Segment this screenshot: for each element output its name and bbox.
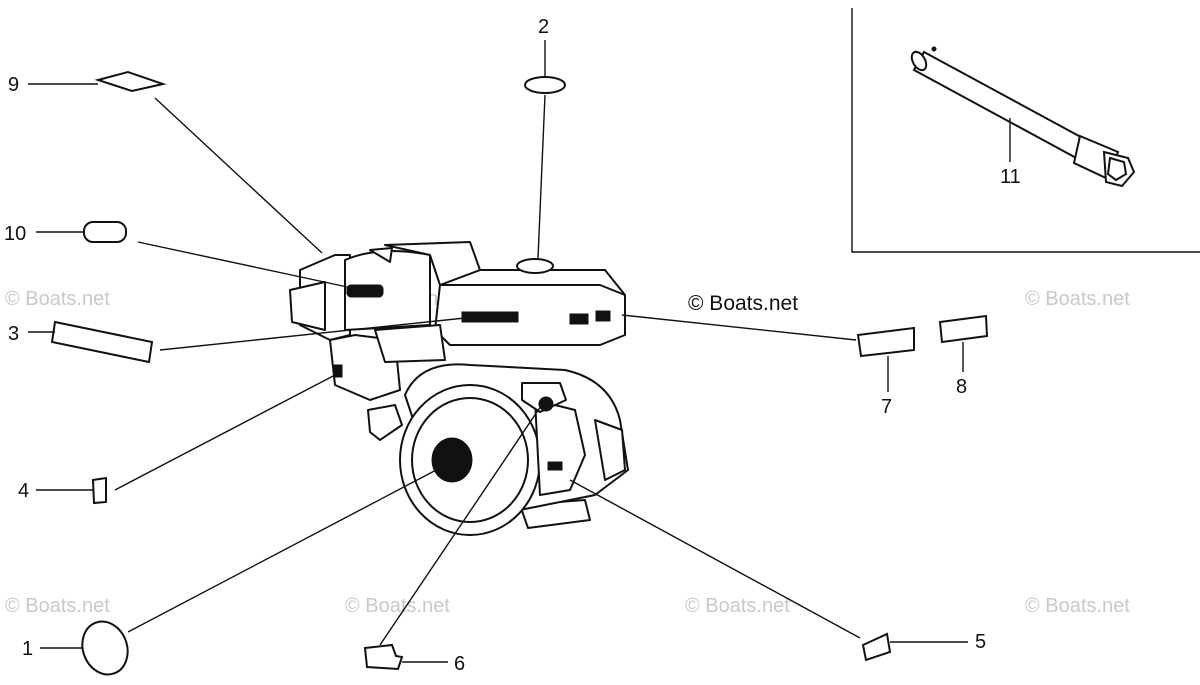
- callout-5: 5: [975, 631, 986, 653]
- callout-7: 7: [881, 396, 892, 418]
- engine-illustration: [289, 241, 629, 536]
- callout-10: 10: [4, 223, 26, 245]
- watermark: © Boats.net: [5, 288, 110, 310]
- callout-group-4: 4: [18, 374, 336, 505]
- callout-8: 8: [956, 376, 967, 398]
- callout-9: 9: [8, 74, 19, 96]
- callout-group-6: 6: [363, 399, 546, 675]
- callout-group-7: 7: [621, 314, 915, 418]
- watermark: © Boats.net: [1025, 288, 1130, 310]
- tool-inset: 11: [851, 8, 1200, 253]
- callout-2: 2: [538, 16, 549, 38]
- callout-group-9: 9: [8, 70, 323, 254]
- callout-4: 4: [18, 480, 29, 502]
- callout-group-2: 2: [524, 16, 566, 259]
- watermark-main: © Boats.net: [688, 292, 798, 315]
- callout-group-5: 5: [569, 479, 986, 662]
- callout-group-3: 3: [8, 317, 466, 364]
- callout-group-10: 10: [4, 221, 353, 289]
- watermark: © Boats.net: [685, 595, 790, 617]
- callout-1: 1: [22, 638, 33, 660]
- spark-plug-wrench-part: [910, 46, 1136, 188]
- callout-group-8: 8: [938, 314, 989, 398]
- callout-3: 3: [8, 323, 19, 345]
- watermark: © Boats.net: [1025, 595, 1130, 617]
- callout-group-1: 1: [22, 467, 441, 676]
- callout-11: 11: [1000, 166, 1021, 188]
- callout-6: 6: [454, 653, 465, 675]
- watermark: © Boats.net: [5, 595, 110, 617]
- watermark: © Boats.net: [345, 595, 450, 617]
